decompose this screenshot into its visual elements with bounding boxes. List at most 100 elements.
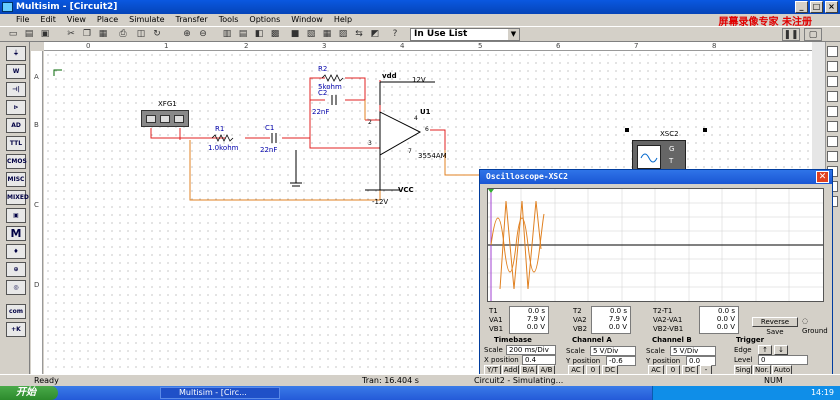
palette-hierarchical[interactable]: +K	[6, 322, 26, 337]
grapher-icon[interactable]: ■	[290, 29, 300, 39]
zoom-out-icon[interactable]: ⊖	[199, 29, 207, 39]
palette-cmos[interactable]: CMOS	[6, 154, 27, 169]
new-file-icon[interactable]: ▭	[8, 29, 18, 39]
menu-simulate[interactable]: Simulate	[129, 15, 165, 24]
palette-basic[interactable]: W	[6, 64, 26, 79]
paste-icon[interactable]: ▦	[98, 29, 108, 39]
palette-com[interactable]: com	[6, 304, 26, 319]
logic-converter-icon[interactable]	[827, 151, 838, 162]
transfer-icon[interactable]: ⇆	[355, 29, 363, 39]
menu-view[interactable]: View	[66, 15, 86, 24]
component-icon[interactable]: ▥	[222, 29, 232, 39]
minimize-button[interactable]: _	[795, 1, 808, 13]
channel-a-ypos-label: Y position	[566, 357, 601, 365]
chevron-down-icon[interactable]: ▼	[508, 29, 519, 40]
wattmeter-icon[interactable]	[827, 76, 838, 87]
stop-simulation-button[interactable]: ▢	[804, 28, 822, 41]
bode-plotter-icon[interactable]	[827, 106, 838, 117]
scope-close-button[interactable]: ✕	[816, 171, 829, 183]
back-annotate-icon[interactable]: ◩	[370, 29, 380, 39]
cut-icon[interactable]: ✂	[67, 29, 75, 39]
palette-indicators[interactable]: ▣	[6, 208, 26, 223]
pin-3-label: 3	[368, 140, 372, 147]
reverse-button[interactable]: Reverse	[752, 317, 798, 327]
palette-analog[interactable]: AD	[6, 118, 26, 133]
pin-7-label: 7	[408, 148, 412, 155]
pause-simulation-button[interactable]: ❚❚	[782, 28, 800, 41]
maximize-button[interactable]: □	[810, 1, 823, 13]
electrical-rules-icon[interactable]: ▨	[338, 29, 348, 39]
tray-clock: 14:19	[810, 388, 834, 397]
menu-tools[interactable]: Tools	[218, 15, 239, 24]
window-title: Multisim - [Circuit2]	[16, 2, 118, 12]
print-icon[interactable]: ⎙	[119, 29, 127, 39]
netlist-icon[interactable]: ▦	[322, 29, 332, 39]
menu-place[interactable]: Place	[96, 15, 119, 24]
word-generator-icon[interactable]	[827, 121, 838, 132]
database-icon[interactable]: ▤	[238, 29, 248, 39]
palette-electromechanical[interactable]: ⊕	[6, 262, 26, 277]
t2-vb: 0.0 V	[608, 323, 627, 331]
graph-icon[interactable]: ▩	[270, 29, 280, 39]
help-icon[interactable]: ?	[392, 29, 398, 39]
menu-window[interactable]: Window	[291, 15, 323, 24]
palette-diodes[interactable]: ⊣|	[6, 82, 26, 97]
oscilloscope-window[interactable]: Oscilloscope-XSC2 ✕ T1 VA1 VB1 0.0 s 7.9…	[479, 169, 833, 376]
palette-ladder[interactable]: ◎	[6, 280, 26, 295]
menu-help[interactable]: Help	[333, 15, 353, 24]
menu-file[interactable]: File	[16, 15, 30, 24]
channel-b-scale-input[interactable]: 5 V/Div	[670, 346, 716, 356]
in-use-list-value: In Use List	[414, 29, 468, 39]
menu-transfer[interactable]: Transfer	[175, 15, 208, 24]
open-folder-icon[interactable]: ▤	[24, 29, 34, 39]
palette-rf[interactable]: ♦	[6, 244, 26, 259]
horizontal-ruler: 0 1 2 3 4 5 6 7 8	[44, 42, 812, 51]
t1-readout-box: 0.0 s 7.9 V 0.0 V	[509, 306, 549, 334]
start-button[interactable]: 开始	[0, 386, 58, 400]
ruler-v-b: B	[34, 121, 39, 129]
channel-a-scale-input[interactable]: 5 V/Div	[590, 346, 636, 356]
ground-radio-icon[interactable]: ◌	[802, 317, 809, 325]
taskbar-multisim[interactable]: Multisim - [Circ...	[160, 387, 280, 399]
multimeter-icon[interactable]	[827, 46, 838, 57]
logic-analyzer-icon[interactable]	[827, 136, 838, 147]
x-position-input[interactable]: 0.4	[522, 355, 556, 365]
rotate-icon[interactable]: ↻	[153, 29, 161, 39]
analysis-icon[interactable]: ◧	[254, 29, 264, 39]
oscilloscope-icon[interactable]	[827, 91, 838, 102]
delta-readout-box: 0.0 s 0.0 V 0.0 V	[699, 306, 739, 334]
copy-icon[interactable]: ❐	[82, 29, 92, 39]
ruler-h-2: 2	[244, 42, 249, 50]
channel-a-ypos-input[interactable]: -0.6	[606, 356, 636, 366]
xfg1-label: XFG1	[158, 100, 177, 108]
trigger-label: Trigger	[736, 336, 765, 344]
trigger-level-input[interactable]: 0	[758, 355, 808, 365]
function-generator-icon[interactable]	[827, 61, 838, 72]
zoom-in-icon[interactable]: ⊕	[183, 29, 191, 39]
palette-mixed[interactable]: MIXED	[6, 190, 29, 205]
ruler-h-6: 6	[556, 42, 561, 50]
print-preview-icon[interactable]: ◫	[136, 29, 146, 39]
in-use-list-combo[interactable]: In Use List ▼	[410, 28, 520, 41]
t1-vb: 0.0 V	[526, 323, 545, 331]
save-button[interactable]: Save	[766, 328, 784, 336]
palette-misc-m[interactable]: M	[6, 226, 26, 241]
function-generator-xfg1[interactable]	[141, 110, 189, 127]
postprocessor-icon[interactable]: ▧	[306, 29, 316, 39]
palette-misc[interactable]: MISC	[6, 172, 26, 187]
falling-edge-icon[interactable]: ↓	[774, 345, 788, 355]
oscilloscope-xsc2[interactable]: G T	[632, 140, 686, 172]
palette-transistors[interactable]: ⊳	[6, 100, 26, 115]
menu-edit[interactable]: Edit	[40, 15, 56, 24]
menu-options[interactable]: Options	[249, 15, 281, 24]
palette-sources[interactable]: ⏚	[6, 46, 26, 61]
channel-b-ypos-label: Y position	[646, 357, 681, 365]
close-button[interactable]: ×	[825, 1, 838, 13]
rising-edge-icon[interactable]: ↑	[758, 345, 772, 355]
timebase-scale-input[interactable]: 200 ms/Div	[506, 345, 556, 355]
va-diff-label: VA2-VA1	[653, 316, 683, 324]
c2-label: C2	[318, 89, 328, 97]
palette-ttl[interactable]: TTL	[6, 136, 26, 151]
status-num: NUM	[764, 376, 783, 385]
save-icon[interactable]: ▣	[40, 29, 50, 39]
